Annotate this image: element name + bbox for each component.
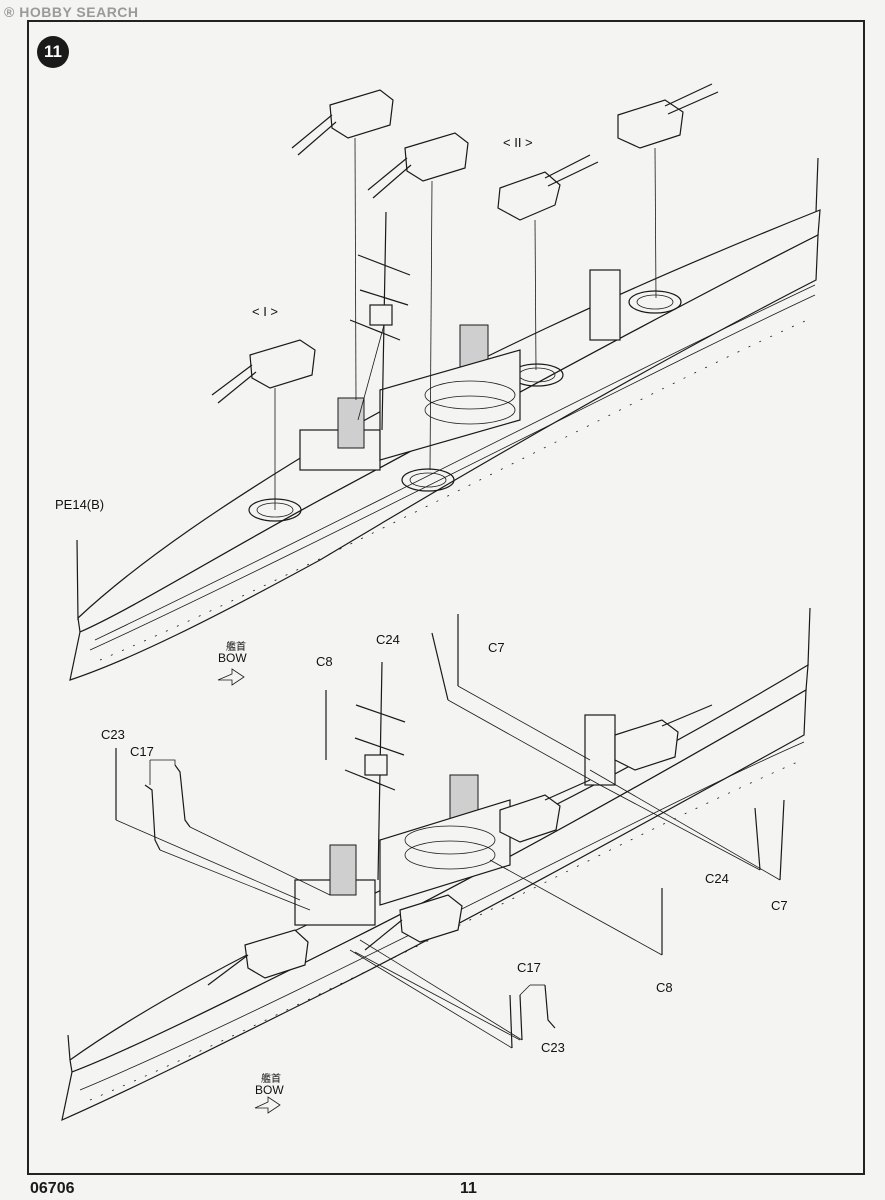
lower-bow-jp-label: 艦首 (261, 1074, 281, 1085)
watermark-brand: HOBBY SEARCH (19, 4, 139, 20)
upper-turret-E (617, 83, 719, 299)
turret-mark-one: < I > (252, 304, 279, 319)
part-label-c7-right: C7 (771, 898, 788, 913)
step-number-badge: 11 (37, 36, 69, 68)
upper-superstructure (299, 211, 621, 471)
watermark-reg-mark: ® (4, 4, 15, 20)
part-label-c8-right: C8 (656, 980, 673, 995)
lower-parts-rails (115, 614, 785, 1049)
upper-bow-arrow (217, 668, 245, 686)
part-label-c23-left: C23 (101, 727, 125, 742)
part-label-c17-left: C17 (130, 744, 154, 759)
watermark: ® HOBBY SEARCH (4, 4, 139, 20)
part-label-pe14b: PE14(B) (55, 497, 105, 512)
upper-bow-label: BOW (218, 651, 247, 665)
upper-turret-B (291, 89, 394, 401)
lower-bow-arrow (254, 1096, 281, 1114)
page-frame (27, 20, 865, 1175)
upper-turret-C (367, 132, 469, 471)
part-label-c24-top: C24 (376, 632, 400, 647)
part-label-c23-bottom: C23 (541, 1040, 565, 1055)
lower-superstructure (294, 661, 616, 926)
part-label-c17-bottom: C17 (517, 960, 541, 975)
upper-turret-A (211, 339, 316, 510)
upper-bow-jp-label: 艦首 (226, 642, 246, 653)
part-label-c24-right: C24 (705, 871, 729, 886)
lower-bow-label: BOW (255, 1083, 284, 1097)
part-label-c7-top: C7 (488, 640, 505, 655)
page-number: 11 (460, 1180, 477, 1197)
turret-mark-two: < II > (503, 135, 533, 150)
lower-mounted-turrets (207, 704, 713, 986)
kit-code: 06706 (30, 1180, 75, 1197)
lower-leader-lines (115, 685, 781, 1049)
upper-turret-D (497, 154, 599, 371)
part-label-c8-top: C8 (316, 654, 333, 669)
